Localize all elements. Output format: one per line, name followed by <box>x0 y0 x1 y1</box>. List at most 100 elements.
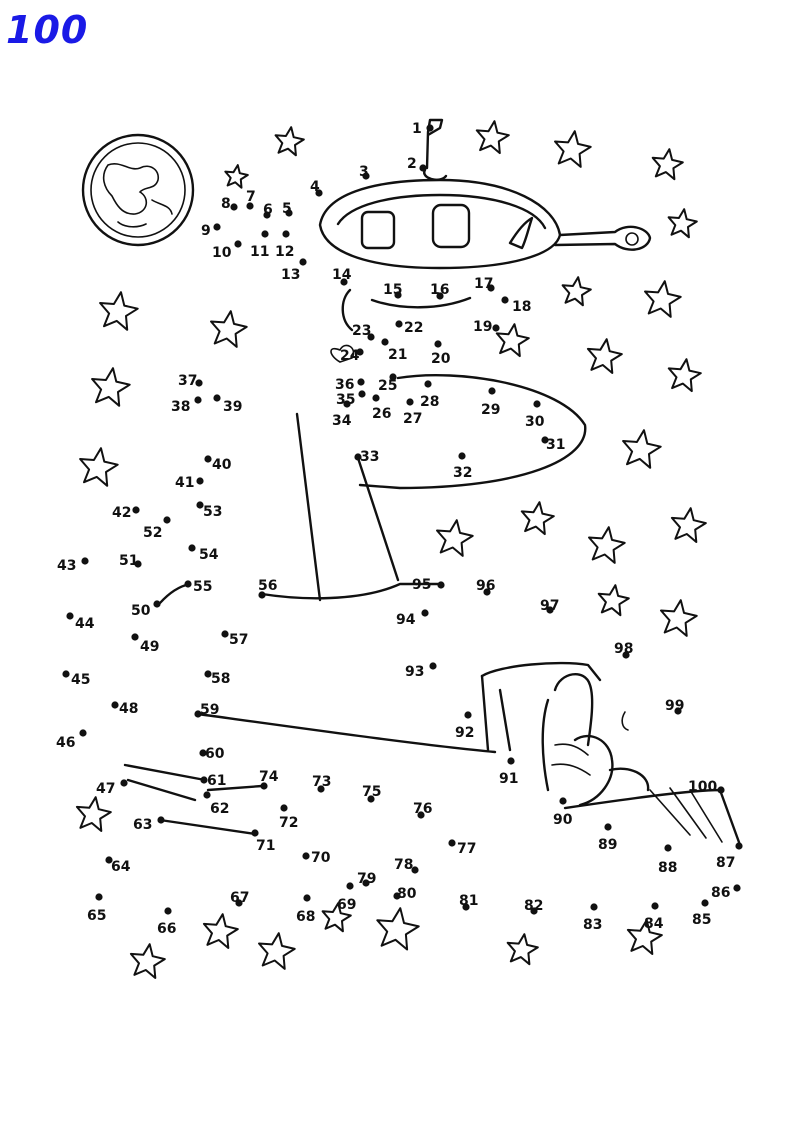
dot-number-label: 30 <box>525 414 545 430</box>
dot-3: 3 <box>359 164 370 180</box>
dot-61: 61 <box>200 773 226 789</box>
platform-drawing <box>260 374 587 602</box>
dot-29: 29 <box>481 387 500 418</box>
dot-marker <box>546 606 554 614</box>
dot-number-label: 3 <box>359 164 369 180</box>
dot-marker <box>507 757 515 765</box>
dot-82: 82 <box>524 898 543 915</box>
star-icon <box>495 323 530 358</box>
dot-10: 10 <box>212 240 242 261</box>
dot-marker <box>395 320 403 328</box>
dot-number-label: 13 <box>281 267 300 283</box>
dot-21: 21 <box>381 338 407 363</box>
dot-marker <box>501 296 509 304</box>
dot-number-label: 28 <box>420 394 439 410</box>
dot-98: 98 <box>614 641 633 659</box>
dot-number-label: 60 <box>205 746 225 762</box>
dot-marker <box>157 816 165 824</box>
dot-number-label: 100 <box>688 779 717 795</box>
dot-number-label: 65 <box>87 908 106 924</box>
speed-lines <box>123 582 497 836</box>
dot-number-label: 44 <box>75 616 95 632</box>
dot-marker <box>362 879 370 887</box>
dot-66: 66 <box>157 907 176 937</box>
dot-number-label: 91 <box>499 771 518 787</box>
dot-marker <box>153 600 161 608</box>
star-icon <box>224 164 249 189</box>
dot-23: 23 <box>352 323 375 341</box>
dot-number-label: 96 <box>476 578 495 594</box>
dot-91: 91 <box>499 757 518 787</box>
dot-marker <box>701 899 709 907</box>
dot-42: 42 <box>112 505 140 521</box>
dot-number-label: 29 <box>481 402 500 418</box>
dot-74: 74 <box>259 769 279 790</box>
star-icon <box>670 507 707 543</box>
dot-number-label: 8 <box>221 196 231 212</box>
dot-78: 78 <box>394 857 419 874</box>
girl-drawing <box>480 661 742 847</box>
dot-number-label: 87 <box>716 855 735 871</box>
dot-number-label: 93 <box>405 664 424 680</box>
dot-marker <box>200 776 208 784</box>
dot-83: 83 <box>583 903 602 933</box>
dot-marker <box>426 124 434 132</box>
dot-39: 39 <box>213 394 242 415</box>
dot-marker <box>261 230 269 238</box>
dot-marker <box>79 729 87 737</box>
dot-number-label: 55 <box>193 579 212 595</box>
dot-marker <box>488 387 496 395</box>
star-icon <box>586 338 623 374</box>
dot-93: 93 <box>405 662 437 680</box>
dot-marker <box>487 284 495 292</box>
dot-47: 47 <box>96 779 128 797</box>
dot-70: 70 <box>302 850 331 866</box>
star-icon <box>554 130 592 168</box>
dot-38: 38 <box>171 396 202 415</box>
dot-86: 86 <box>711 884 741 901</box>
dot-73: 73 <box>312 774 331 793</box>
dot-85: 85 <box>692 899 711 928</box>
dot-marker <box>196 501 204 509</box>
dot-marker <box>203 791 211 799</box>
dot-marker <box>282 230 290 238</box>
star-icon <box>321 902 352 933</box>
dot-number-label: 62 <box>210 801 229 817</box>
dot-marker <box>164 907 172 915</box>
dot-marker <box>735 842 743 850</box>
dot-51: 51 <box>119 553 142 569</box>
star-icon <box>274 126 305 157</box>
dot-number-label: 53 <box>203 504 222 520</box>
dot-marker <box>394 291 402 299</box>
dot-100: 100 <box>688 779 725 795</box>
dot-number-label: 36 <box>335 377 354 393</box>
dot-number-label: 84 <box>644 916 664 932</box>
dot-44: 44 <box>66 612 95 632</box>
dot-marker <box>317 785 325 793</box>
dot-marker <box>393 892 401 900</box>
star-icon <box>258 932 296 970</box>
dot-marker <box>280 804 288 812</box>
dot-marker <box>367 795 375 803</box>
dot-32: 32 <box>453 452 472 481</box>
dot-marker <box>66 612 74 620</box>
dot-marker <box>188 544 196 552</box>
star-icon <box>376 907 420 951</box>
dot-marker <box>299 258 307 266</box>
dot-number-label: 45 <box>71 672 90 688</box>
dot-24: 24 <box>340 348 364 364</box>
dot-41: 41 <box>175 475 204 491</box>
dot-35: 35 <box>336 390 366 408</box>
dot-number-label: 6 <box>263 202 273 218</box>
dot-number-label: 16 <box>430 282 449 298</box>
dot-marker <box>195 379 203 387</box>
dot-95: 95 <box>412 577 445 593</box>
star-icon <box>99 291 139 331</box>
dot-marker <box>429 662 437 670</box>
dot-number-label: 50 <box>131 603 151 619</box>
dot-number-label: 15 <box>383 282 402 298</box>
dot-marker <box>62 670 70 678</box>
dot-marker <box>81 557 89 565</box>
dot-37: 37 <box>178 373 203 389</box>
